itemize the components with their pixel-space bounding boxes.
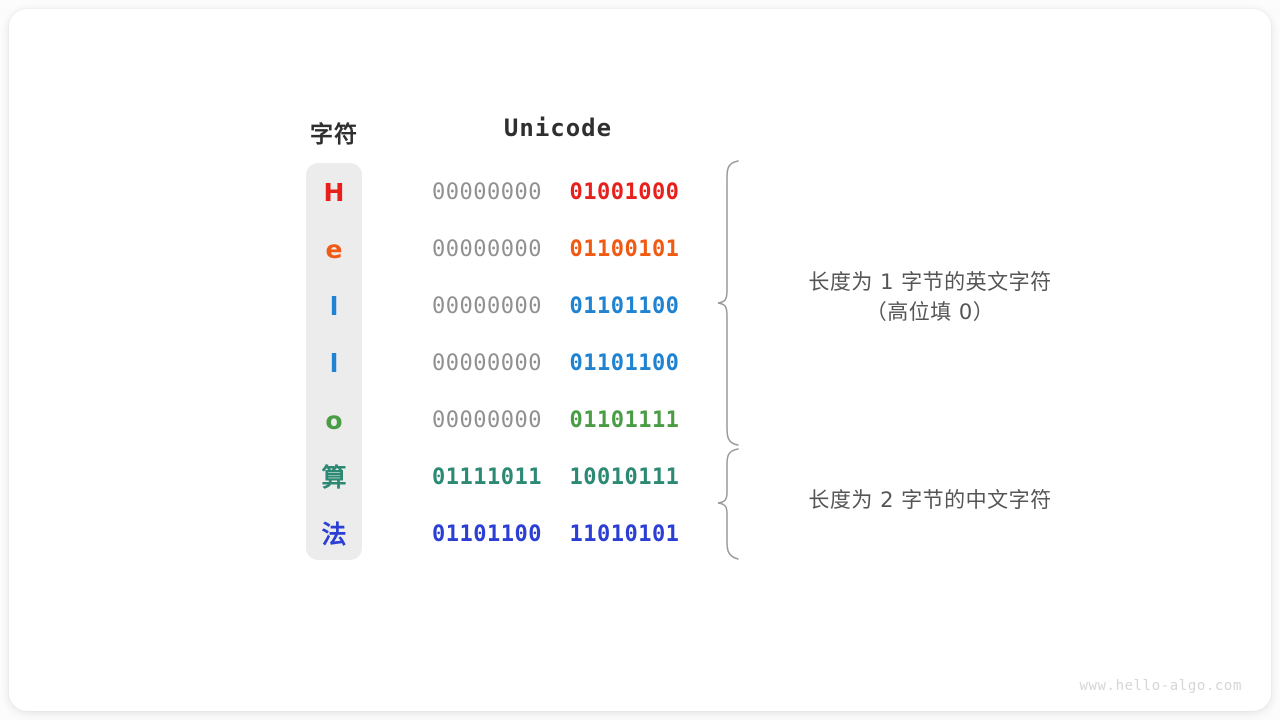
high-byte: 01111011 — [432, 464, 542, 490]
unicode-bits-cell: 00000000 01001000 — [432, 180, 679, 205]
byte-separator — [542, 294, 570, 319]
high-byte: 01101100 — [432, 521, 542, 547]
byte-separator — [542, 180, 570, 205]
high-byte: 00000000 — [432, 407, 542, 433]
high-byte: 00000000 — [432, 179, 542, 205]
annotation-ascii-group: 长度为 1 字节的英文字符 （高位填 0） — [760, 268, 1100, 328]
high-byte: 00000000 — [432, 236, 542, 262]
character-cell: o — [325, 405, 343, 435]
table-row: l 00000000 01101100 — [306, 343, 706, 383]
low-byte: 01001000 — [569, 179, 680, 205]
low-byte: 01101100 — [569, 350, 680, 376]
unicode-bits-cell: 00000000 01101100 — [432, 294, 679, 319]
byte-separator — [542, 237, 570, 262]
table-row: 算 01111011 10010111 — [306, 457, 706, 497]
byte-separator — [542, 351, 570, 376]
figure-card — [9, 9, 1271, 711]
table-row: e 00000000 01100101 — [306, 229, 706, 269]
character-cell: l — [329, 348, 339, 378]
byte-separator — [542, 408, 570, 433]
unicode-bits-cell: 01111011 10010111 — [432, 465, 679, 490]
table-row: l 00000000 01101100 — [306, 286, 706, 326]
table-row: 法 01101100 11010101 — [306, 514, 706, 554]
column-header-character: 字符 — [310, 122, 358, 148]
low-byte: 01101111 — [569, 407, 680, 433]
character-cell: 算 — [321, 462, 347, 492]
low-byte: 01100101 — [569, 236, 680, 262]
low-byte: 10010111 — [569, 464, 680, 490]
annotation-cjk-line1: 长度为 2 字节的中文字符 — [808, 488, 1052, 512]
brace-ascii-group — [717, 160, 739, 446]
low-byte: 01101100 — [569, 293, 680, 319]
annotation-ascii-line2: （高位填 0） — [865, 299, 995, 324]
unicode-bits-cell: 00000000 01100101 — [432, 237, 679, 262]
brace-cjk-group — [717, 448, 739, 560]
character-cell: l — [329, 291, 339, 321]
annotation-ascii-line1: 长度为 1 字节的英文字符 — [808, 270, 1052, 294]
character-cell: 法 — [321, 519, 347, 549]
byte-separator — [542, 465, 570, 490]
unicode-bits-cell: 00000000 01101111 — [432, 408, 679, 433]
low-byte: 11010101 — [569, 521, 680, 547]
annotation-cjk-group: 长度为 2 字节的中文字符 — [760, 486, 1100, 516]
byte-separator — [542, 522, 570, 547]
table-row: o 00000000 01101111 — [306, 400, 706, 440]
column-header-unicode: Unicode — [503, 114, 613, 142]
high-byte: 00000000 — [432, 293, 542, 319]
unicode-bits-cell: 00000000 01101100 — [432, 351, 679, 376]
watermark: www.hello-algo.com — [1079, 678, 1242, 694]
character-column-background — [306, 163, 362, 560]
high-byte: 00000000 — [432, 350, 542, 376]
unicode-bits-cell: 01101100 11010101 — [432, 522, 679, 547]
table-row: H 00000000 01001000 — [306, 172, 706, 212]
character-cell: H — [323, 177, 345, 207]
character-cell: e — [325, 234, 343, 264]
